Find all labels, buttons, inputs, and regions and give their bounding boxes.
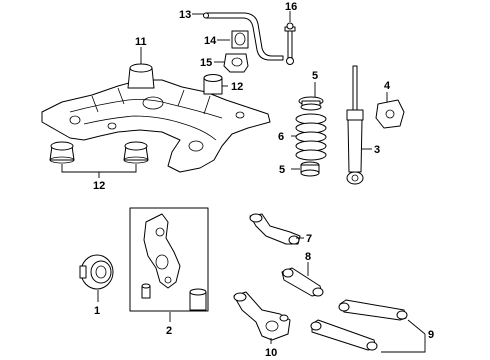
shock-absorber: [346, 65, 364, 185]
subframe-mount-right: [203, 74, 223, 95]
callout-2: 2: [166, 325, 172, 337]
callout-10: 10: [265, 347, 277, 359]
coil-spring: [295, 113, 327, 161]
subframe-mount-lower-right: [123, 141, 149, 164]
callout-1: 1: [94, 305, 100, 317]
callout-4: 4: [384, 80, 391, 92]
callout-5-lower: 5: [279, 164, 285, 176]
stabilizer-bushing: [231, 30, 249, 49]
stabilizer-link: [284, 22, 296, 65]
spring-upper-seat: [298, 96, 324, 111]
callout-11: 11: [135, 36, 147, 48]
shock-upper-mount: [375, 99, 405, 129]
callout-14: 14: [204, 35, 217, 47]
upper-control-arm: [249, 213, 301, 245]
callout-3: 3: [374, 144, 380, 156]
callout-6: 6: [278, 131, 284, 143]
subframe-mount-lower-left: [49, 141, 75, 164]
knuckle: [143, 213, 181, 289]
callout-12-lower: 12: [93, 180, 105, 192]
subframe-mount-top: [127, 63, 155, 89]
knuckle-bushing-right: [189, 288, 207, 311]
lower-link-upper: [338, 299, 408, 321]
callout-7: 7: [306, 233, 312, 245]
trailing-link: [281, 267, 324, 297]
stabilizer-bar: [203, 12, 284, 61]
stabilizer-bracket: [223, 53, 249, 73]
callout-9: 9: [428, 329, 434, 341]
rear-subframe: [41, 79, 271, 173]
spring-lower-seat: [300, 161, 320, 177]
callout-15: 15: [200, 57, 212, 69]
lower-link-lower: [310, 319, 378, 351]
lower-control-arm: [233, 291, 291, 341]
callout-13: 13: [179, 9, 191, 21]
bracket-line-12: [61, 164, 137, 173]
hub-bearing: [79, 254, 114, 290]
leader-lines: [97, 11, 426, 353]
callout-5-upper: 5: [312, 70, 318, 82]
callout-16: 16: [285, 1, 297, 13]
callout-12-right: 12: [231, 81, 243, 93]
knuckle-bushing-left: [141, 283, 151, 299]
callout-8: 8: [305, 251, 311, 263]
